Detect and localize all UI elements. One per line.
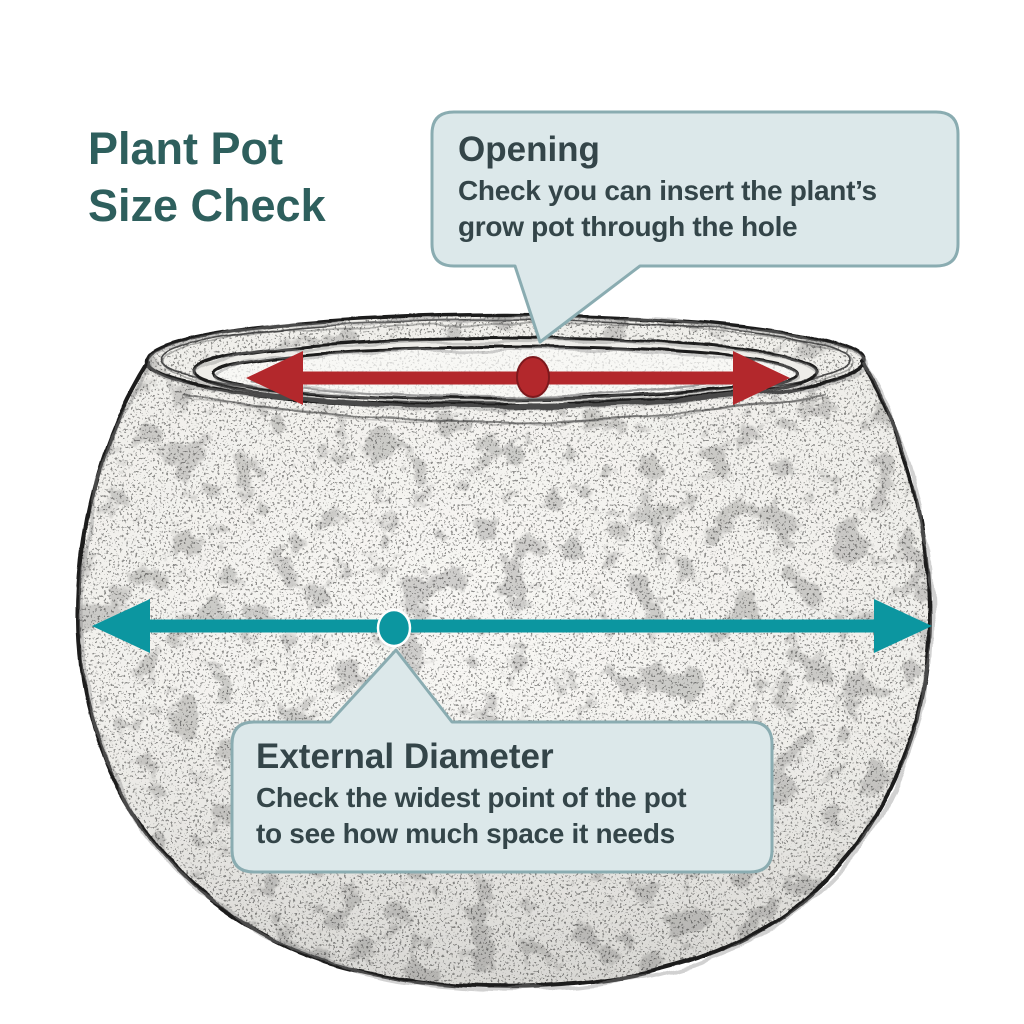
opening-midpoint-dot (516, 356, 550, 398)
external-midpoint-dot (376, 608, 412, 648)
external-callout-body-line1: Check the widest point of the pot (256, 782, 687, 813)
external-diameter-callout: External Diameter Check the widest point… (232, 722, 772, 872)
external-arrow-right-head (874, 599, 932, 653)
external-callout-shape (230, 648, 774, 874)
opening-arrow (246, 351, 790, 405)
page-title: Plant Pot Size Check (88, 120, 326, 234)
page-title-line2: Size Check (88, 180, 326, 231)
opening-arrow-right-head (733, 351, 790, 405)
external-callout-body-line2: to see how much space it needs (256, 818, 675, 849)
pot-sketch (75, 313, 935, 991)
opening-arrow-left-head (246, 351, 303, 405)
opening-callout-shape (430, 110, 960, 344)
opening-callout-body-line2: grow pot through the hole (458, 211, 798, 242)
external-arrow-left-head (92, 599, 150, 653)
opening-callout: Opening Check you can insert the plant’s… (432, 112, 962, 266)
page-title-line1: Plant Pot (88, 123, 284, 174)
opening-callout-body-line1: Check you can insert the plant’s (458, 175, 877, 206)
opening-callout-title: Opening (458, 130, 600, 169)
external-diameter-arrow (92, 599, 932, 653)
external-callout-title: External Diameter (256, 737, 554, 776)
